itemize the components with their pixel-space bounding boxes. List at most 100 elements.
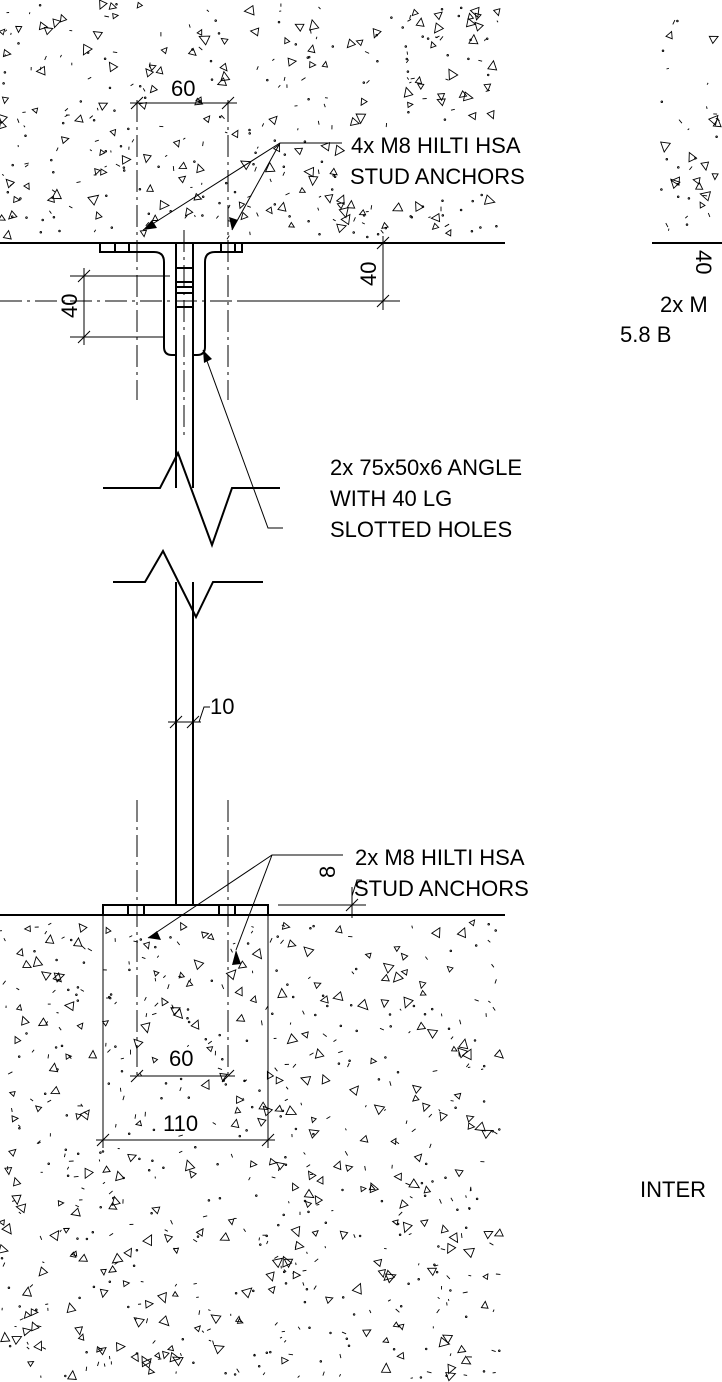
concrete-speck <box>138 84 142 88</box>
concrete-speck <box>190 1019 200 1030</box>
concrete-speck <box>99 148 106 157</box>
concrete-speck <box>135 1249 139 1252</box>
concrete-speck <box>152 1340 156 1344</box>
concrete-speck <box>51 188 63 200</box>
concrete-speck <box>271 1257 284 1269</box>
concrete-speck <box>449 1353 452 1357</box>
concrete-speck <box>284 1163 288 1167</box>
concrete-speck <box>102 1165 111 1173</box>
concrete-speck <box>17 1055 21 1058</box>
concrete-speck <box>437 1245 440 1248</box>
concrete-speck <box>219 1072 228 1082</box>
concrete-speck <box>123 1247 133 1258</box>
concrete-speck <box>52 18 62 29</box>
concrete-speck <box>694 181 704 190</box>
concrete-speck <box>377 1078 381 1081</box>
concrete-speck <box>491 963 495 968</box>
concrete-speck <box>465 1195 467 1198</box>
concrete-speck <box>325 1296 334 1305</box>
concrete-speck <box>317 207 320 211</box>
concrete-speck <box>171 1356 184 1367</box>
concrete-speck <box>283 76 286 81</box>
concrete-speck <box>108 86 112 90</box>
concrete-speck <box>212 1122 217 1125</box>
concrete-speck <box>33 949 36 953</box>
concrete-speck <box>18 1305 21 1308</box>
concrete-speck <box>198 46 203 51</box>
concrete-speck <box>306 1164 311 1168</box>
concrete-speck <box>144 1299 155 1309</box>
concrete-speck <box>107 1049 111 1053</box>
concrete-speck <box>265 1351 269 1354</box>
concrete-speck <box>473 1039 477 1042</box>
concrete-speck <box>116 1341 126 1352</box>
concrete-speck <box>1 174 5 176</box>
concrete-speck <box>307 976 311 980</box>
concrete-speck <box>191 48 194 51</box>
concrete-speck <box>403 86 414 98</box>
leader-lines <box>142 142 343 951</box>
concrete-speck <box>438 1336 451 1348</box>
concrete-speck <box>193 1282 197 1285</box>
concrete-speck <box>266 1070 275 1080</box>
concrete-speck <box>187 47 197 57</box>
concrete-speck <box>131 139 135 143</box>
concrete-speck <box>172 1247 180 1255</box>
concrete-speck <box>387 1299 391 1302</box>
concrete-speck <box>192 1239 198 1243</box>
concrete-speck <box>182 137 186 140</box>
concrete-speck <box>195 96 203 105</box>
concrete-speck <box>332 218 336 222</box>
concrete-speck <box>38 21 49 31</box>
concrete-speck <box>186 1008 190 1011</box>
concrete-speck <box>262 1372 266 1376</box>
concrete-speck <box>380 1199 384 1203</box>
concrete-speck <box>154 945 157 949</box>
concrete-speck <box>439 1111 449 1122</box>
concrete-speck <box>224 131 228 134</box>
concrete-speck <box>287 939 297 948</box>
concrete-speck <box>292 1063 297 1068</box>
concrete-speck <box>4 29 8 32</box>
concrete-speck <box>48 922 52 926</box>
concrete-speck <box>274 1322 278 1326</box>
concrete-speck <box>113 109 116 112</box>
concrete-speck <box>286 1033 299 1045</box>
concrete-speck <box>59 54 62 58</box>
concrete-speck <box>692 176 701 185</box>
concrete-speck <box>75 1112 83 1121</box>
concrete-speck <box>50 1085 61 1095</box>
concrete-speck <box>160 1096 163 1100</box>
concrete-speck <box>109 128 117 137</box>
concrete-speck <box>51 189 56 193</box>
concrete-speck <box>443 118 447 121</box>
concrete-speck <box>43 26 54 36</box>
concrete-speck <box>409 1196 413 1199</box>
top-anchors-label-line1: 4x M8 HILTI HSA <box>351 133 521 158</box>
concrete-speck <box>138 1157 141 1161</box>
concrete-speck <box>392 202 404 212</box>
concrete-speck <box>300 1102 303 1106</box>
concrete-speck <box>53 972 66 983</box>
concrete-speck <box>373 1104 386 1116</box>
concrete-speck <box>1 96 10 105</box>
concrete-speck <box>288 215 291 218</box>
concrete-speck <box>142 1234 153 1247</box>
concrete-speck <box>282 171 286 176</box>
concrete-speck <box>184 215 188 219</box>
concrete-speck <box>364 952 372 959</box>
concrete-speck <box>254 151 257 155</box>
concrete-speck <box>486 73 490 77</box>
concrete-speck <box>415 200 425 213</box>
dim-right-partial: 40 <box>691 250 716 274</box>
concrete-speck <box>344 1128 347 1131</box>
concrete-speck <box>217 1067 223 1071</box>
concrete-speck <box>98 102 109 111</box>
concrete-speck <box>370 1057 378 1065</box>
concrete-speck <box>61 936 65 939</box>
concrete-speck <box>196 163 205 174</box>
concrete-speck <box>207 1040 213 1045</box>
concrete-speck <box>122 169 126 172</box>
concrete-speck <box>30 1098 34 1102</box>
concrete-speck <box>230 1118 240 1129</box>
